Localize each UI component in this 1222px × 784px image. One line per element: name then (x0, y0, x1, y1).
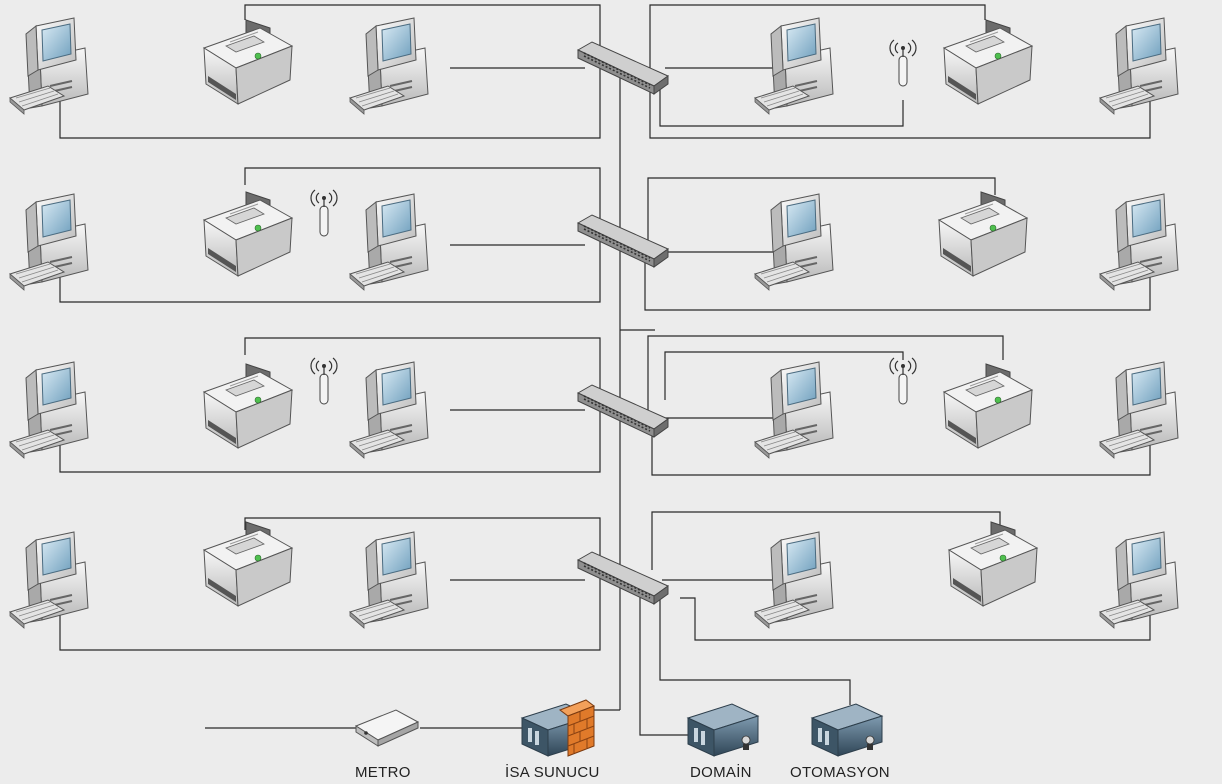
printer-icon (943, 363, 1033, 449)
pc-icon (349, 531, 429, 629)
switch-icon (577, 384, 669, 438)
pc-icon (9, 531, 89, 629)
printer-icon (203, 191, 293, 277)
printer-icon (938, 191, 1028, 277)
modem-icon (355, 709, 419, 747)
printer-icon (203, 363, 293, 449)
printer-icon (203, 19, 293, 105)
pc-icon (1099, 361, 1179, 459)
network-cabling (59, 4, 1151, 736)
printer-icon (943, 19, 1033, 105)
switch-icon (577, 214, 669, 268)
pc-icon (9, 361, 89, 459)
server-icon (811, 703, 883, 757)
pc-icon (1099, 531, 1179, 629)
pc-icon (1099, 193, 1179, 291)
pc-icon (754, 193, 834, 291)
switch-icon (577, 551, 669, 605)
pc-icon (1099, 17, 1179, 115)
wireless-ap-icon (889, 39, 917, 87)
switch-icon (577, 41, 669, 95)
server-icon (687, 703, 759, 757)
pc-icon (754, 17, 834, 115)
pc-icon (9, 193, 89, 291)
wireless-ap-icon (310, 189, 338, 237)
pc-icon (349, 361, 429, 459)
wireless-ap-icon (889, 357, 917, 405)
pc-icon (349, 193, 429, 291)
pc-icon (754, 361, 834, 459)
wireless-ap-icon (310, 357, 338, 405)
pc-icon (9, 17, 89, 115)
pc-icon (349, 17, 429, 115)
printer-icon (948, 521, 1038, 607)
printer-icon (203, 521, 293, 607)
